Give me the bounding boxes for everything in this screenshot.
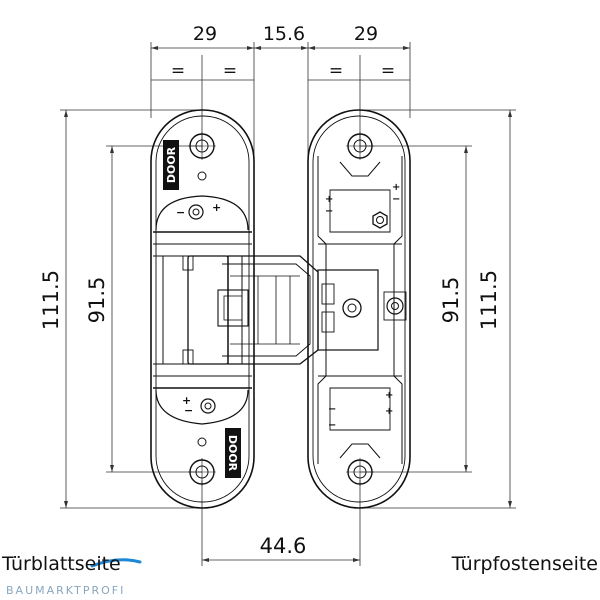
equal-mark-2: = — [223, 61, 237, 81]
right-hinge-top-hole — [346, 132, 374, 160]
right-minus-top-1: − — [325, 206, 333, 217]
left-hinge-adjust-screw-bottom — [200, 398, 216, 414]
dim-right-inner-height: 91.5 — [439, 277, 463, 324]
dim-bottom-span: 44.6 — [260, 534, 307, 558]
left-plus-bottom: + — [182, 394, 191, 407]
right-plus-bottom-1: + — [385, 390, 393, 401]
left-minus-bottom: − — [184, 404, 193, 417]
equal-mark-4: = — [381, 61, 395, 81]
dim-top-gap: 15.6 — [263, 23, 305, 45]
left-hinge-bottom-hole — [188, 458, 216, 486]
right-plus-bottom-2: + — [385, 406, 393, 417]
left-hinge-small-dot-bottom — [197, 437, 207, 447]
right-hinge-hex-screw — [372, 211, 388, 229]
door-stamp-bottom: DOOR — [225, 428, 241, 478]
bottom-dimension-lines — [201, 480, 361, 566]
equal-mark-3: = — [329, 61, 343, 81]
dim-top-left-29: 29 — [193, 23, 217, 45]
right-minus-bottom-2: − — [328, 420, 336, 431]
door-stamp-top: DOOR — [163, 140, 179, 190]
bottom-dimension-arrows — [202, 558, 360, 562]
center-linkage-arms — [187, 255, 319, 365]
left-dimension-lines — [60, 109, 205, 509]
equal-mark-1: = — [171, 61, 185, 81]
left-dimension-arrows — [64, 110, 114, 508]
watermark-swoosh-icon — [90, 558, 142, 568]
right-plus-top-1: + — [325, 194, 333, 205]
right-dimension-lines — [358, 109, 516, 509]
svg-text:DOOR: DOOR — [226, 435, 239, 472]
left-minus-top: − — [176, 206, 185, 219]
dim-top-right-29: 29 — [354, 23, 378, 45]
top-dimension-arrows — [151, 46, 410, 50]
dim-right-outer-height: 111.5 — [477, 270, 501, 330]
dim-left-inner-height: 91.5 — [85, 277, 109, 324]
left-hinge-body — [150, 109, 255, 509]
left-hinge-adjust-screw-top — [188, 204, 204, 220]
right-minus-top-2: − — [392, 194, 400, 205]
right-dimension-arrows — [464, 110, 512, 508]
right-minus-bottom-1: − — [328, 404, 336, 415]
right-hinge-body — [307, 109, 411, 509]
left-hinge-top-hole — [188, 132, 216, 160]
right-plus-top-2: + — [392, 182, 400, 193]
left-hinge-small-dot-top — [197, 171, 207, 181]
door-frame-side-label: Türpfostenseite — [451, 553, 598, 575]
right-hinge-cam-block — [317, 269, 407, 351]
svg-text:DOOR: DOOR — [165, 146, 178, 183]
left-plus-top: + — [212, 201, 221, 214]
door-leaf-side-label: Türblattseite — [2, 553, 121, 575]
top-dimension-lines — [150, 42, 411, 232]
right-hinge-bottom-hole — [346, 458, 374, 486]
dim-left-outer-height: 111.5 — [39, 270, 63, 330]
watermark-text: BAUMARKTPROFI — [6, 584, 126, 597]
